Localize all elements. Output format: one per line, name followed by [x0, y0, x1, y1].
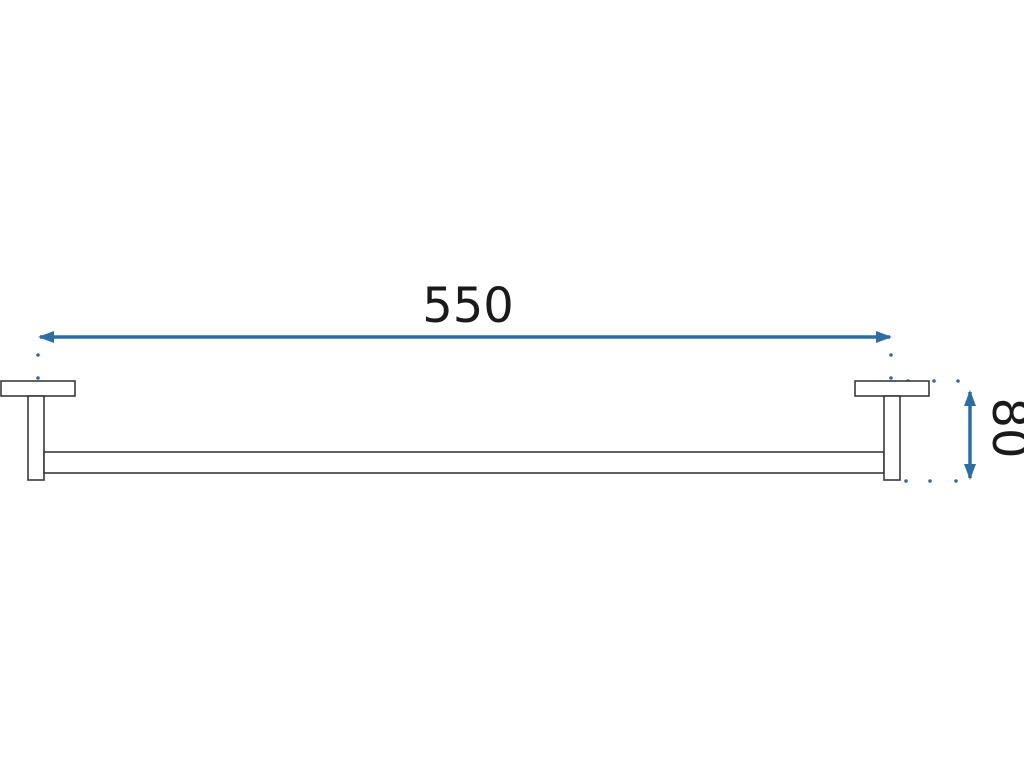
- right-extension-guide: [889, 353, 893, 380]
- right-wall-plate: [854, 380, 930, 397]
- towel-rail: [43, 451, 885, 474]
- left-extension-guide: [36, 353, 40, 380]
- towel-bar-icon: [0, 380, 930, 481]
- height-dimension-label: 80: [981, 397, 1024, 458]
- left-post: [27, 395, 45, 481]
- bottom-height-guide: [904, 479, 958, 483]
- height-dimension: 80: [964, 390, 1024, 480]
- width-dimension: 550: [38, 278, 892, 343]
- right-post: [883, 395, 901, 481]
- width-dimension-label: 550: [422, 278, 514, 334]
- left-wall-plate: [0, 380, 76, 397]
